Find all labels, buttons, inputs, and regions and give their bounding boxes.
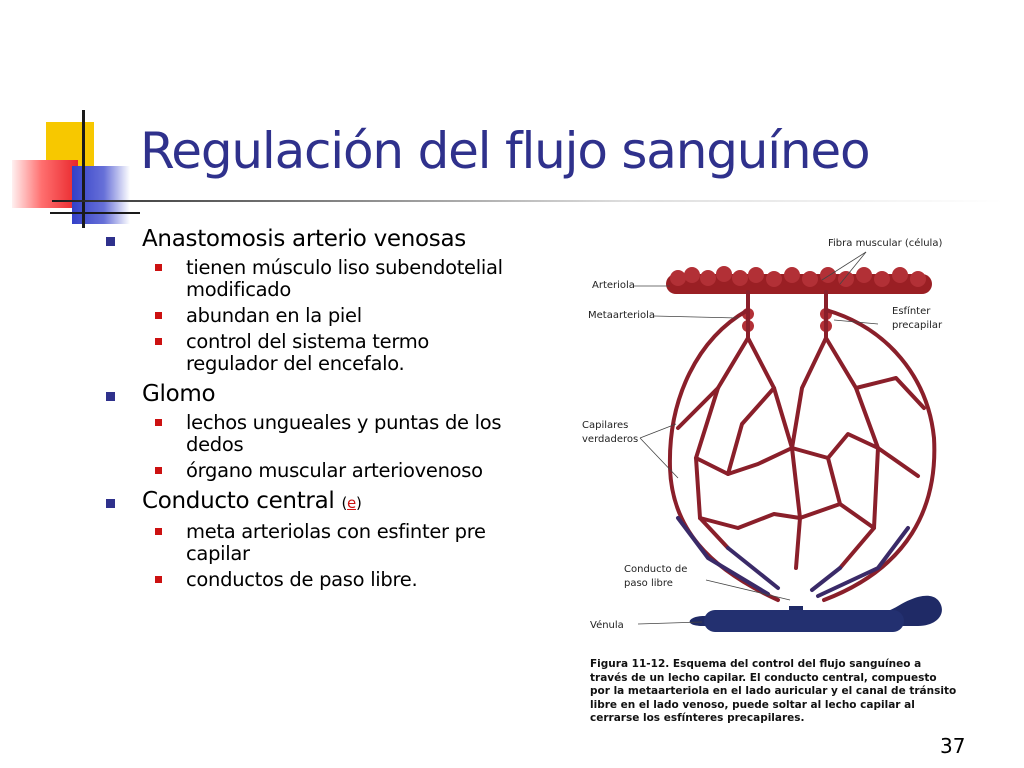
sub-bullet-square-icon (155, 338, 162, 345)
bullet-square-icon (106, 237, 115, 246)
label-capilares: Capilares (582, 420, 628, 431)
logo-blue-square (72, 166, 130, 224)
capillary-bed-diagram: Fibra muscular (célula) Arteriola Metaar… (582, 237, 943, 632)
sub-bullet-text: abundan en la piel (186, 304, 362, 327)
sub-bullet: control del sistema termo regulador del … (104, 331, 524, 375)
capillary-bed-figure: Fibra muscular (célula) Arteriola Metaar… (578, 228, 958, 738)
label-conducto-de: Conducto de (624, 564, 687, 575)
page-number: 37 (940, 734, 966, 758)
label-arteriola: Arteriola (592, 280, 635, 291)
corner-logo (0, 100, 150, 230)
sub-bullet: abundan en la piel (104, 305, 524, 327)
sub-bullet: tienen músculo liso subendotelial modifi… (104, 257, 524, 301)
bullet-square-icon (106, 392, 115, 401)
bullet-glomo: Glomo (104, 381, 524, 408)
label-fibra-muscular: Fibra muscular (célula) (828, 237, 942, 249)
sub-bullet-text: lechos ungueales y puntas de los dedos (186, 411, 502, 456)
caption-lead: Figura 11-12. Esquema del control del fl… (590, 658, 922, 684)
label-metaarteriola: Metaarteriola (588, 310, 655, 321)
sub-bullet-text: órgano muscular arteriovenoso (186, 459, 483, 482)
sub-bullet: conductos de paso libre. (104, 569, 524, 591)
link-close-paren: ) (355, 494, 362, 512)
capillary-network (667, 290, 937, 602)
link-open-paren: ( (341, 494, 348, 512)
sub-bullet-square-icon (155, 576, 162, 583)
sub-bullet-square-icon (155, 467, 162, 474)
bullet-text: Anastomosis arterio venosas (142, 226, 466, 252)
bullet-list: Anastomosis arterio venosas tienen múscu… (104, 226, 524, 591)
bullet-anastomosis: Anastomosis arterio venosas (104, 226, 524, 253)
logo-vertical-line (82, 110, 85, 228)
bullet-square-icon (106, 499, 115, 508)
logo-horizontal-line (50, 212, 140, 214)
sub-bullet-square-icon (155, 419, 162, 426)
venule-body (704, 610, 904, 632)
figure-caption: Figura 11-12. Esquema del control del fl… (590, 658, 960, 726)
sub-bullet: meta arteriolas con esfinter pre capilar (104, 521, 524, 565)
label-pointers (634, 251, 879, 625)
label-paso-libre: paso libre (624, 578, 673, 589)
sub-bullet-text: control del sistema termo regulador del … (186, 330, 430, 375)
sub-bullet-text: conductos de paso libre. (186, 568, 418, 591)
label-precapilar: precapilar (892, 320, 943, 331)
label-venula: Vénula (590, 619, 624, 631)
sub-bullet-text: meta arteriolas con esfinter pre capilar (186, 520, 486, 565)
title-underline (52, 200, 1004, 202)
label-verdaderos: verdaderos (582, 434, 638, 445)
label-esfinter: Esfínter (892, 305, 931, 317)
arteriole-vessel (666, 266, 932, 332)
venous-capillaries (676, 516, 910, 598)
example-link[interactable]: e (347, 494, 356, 512)
sub-bullet: órgano muscular arteriovenoso (104, 460, 524, 482)
bullet-text: Conducto central (142, 488, 335, 514)
sub-bullet-square-icon (155, 312, 162, 319)
caption-body: El conducto central, compuesto por la me… (590, 671, 957, 725)
bullet-conducto-central: Conducto central (e) (104, 488, 524, 517)
bullet-text: Glomo (142, 381, 216, 407)
sub-bullet-square-icon (155, 528, 162, 535)
slide-title: Regulación del flujo sanguíneo (140, 122, 871, 180)
sub-bullet: lechos ungueales y puntas de los dedos (104, 412, 524, 456)
sub-bullet-square-icon (155, 264, 162, 271)
sub-bullet-text: tienen músculo liso subendotelial modifi… (186, 256, 503, 301)
